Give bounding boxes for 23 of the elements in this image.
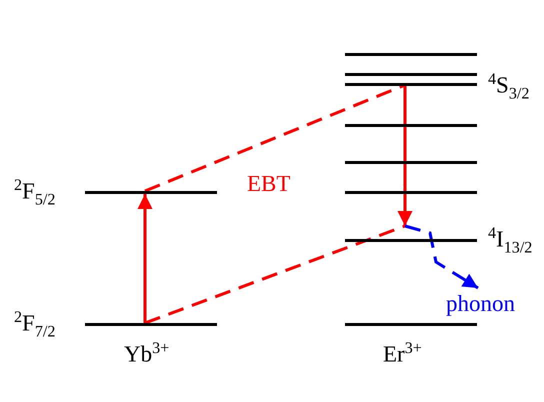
energy-level-label: $^{4}$I$_{13/2}$ xyxy=(488,226,532,256)
energy-level-label: $^{2}$F$_{5/2}$ xyxy=(14,178,56,208)
arrow xyxy=(138,194,152,323)
process-label: EBT xyxy=(247,172,290,195)
energy-level-line xyxy=(85,191,217,194)
energy-level-line xyxy=(345,53,477,56)
energy-level-line xyxy=(345,323,477,326)
arrow xyxy=(398,86,412,226)
energy-level-line xyxy=(345,83,477,86)
dashed-line xyxy=(144,84,406,192)
energy-level-line xyxy=(345,124,477,127)
ion-label: Er$^{3+}$ xyxy=(383,341,422,366)
dashed-arrow xyxy=(404,224,479,290)
energy-level-line xyxy=(345,161,477,164)
energy-level-label: $^{2}$F$_{7/2}$ xyxy=(14,310,56,340)
ion-label: Yb$^{3+}$ xyxy=(124,341,170,366)
dashed-line xyxy=(144,224,406,324)
energy-level-label: $^{4}$S$_{3/2}$ xyxy=(488,72,530,102)
energy-level-line xyxy=(345,191,477,194)
process-label: phonon xyxy=(446,292,515,315)
energy-level-line xyxy=(345,239,477,242)
energy-level-line xyxy=(345,73,477,76)
energy-level-line xyxy=(85,323,217,326)
